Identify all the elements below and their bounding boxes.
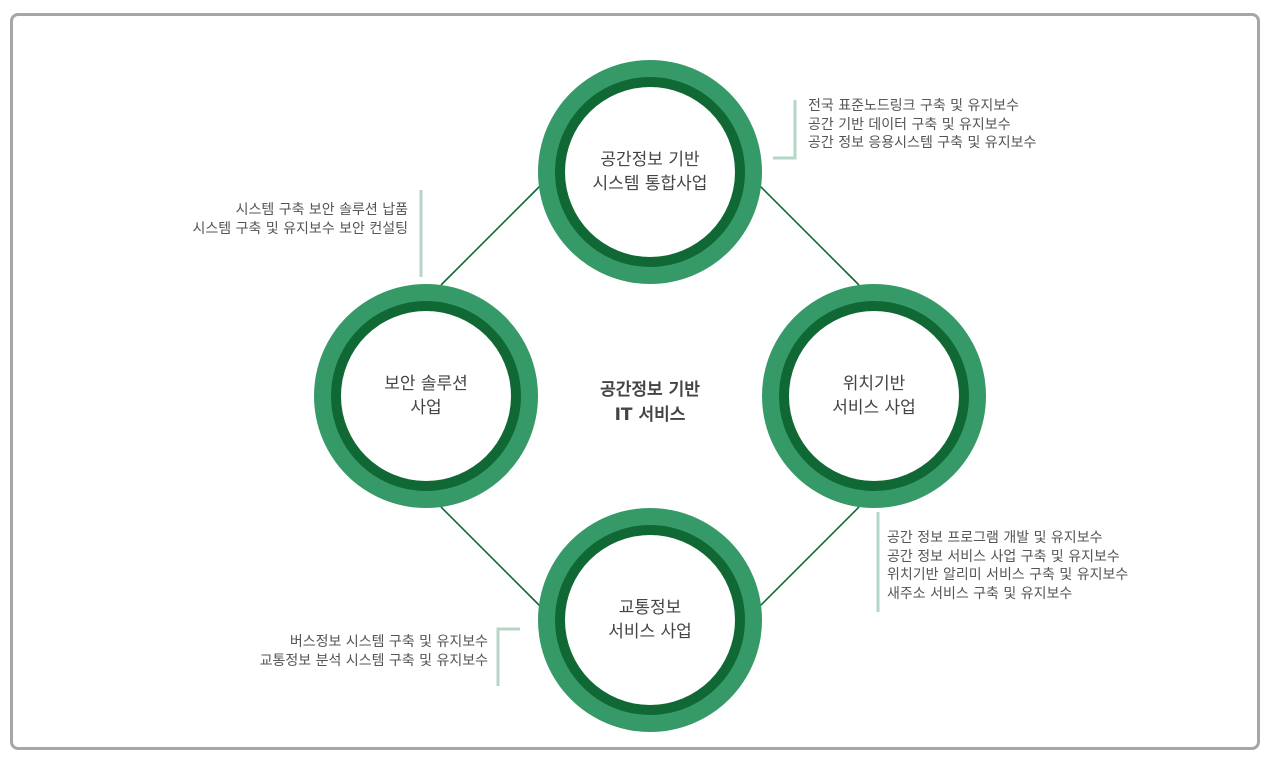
desc-item: 교통정보 분석 시스템 구축 및 유지보수 (259, 652, 488, 669)
node-label-top: 공간정보 기반 시스템 통합사업 (565, 148, 735, 196)
center-title-line: 공간정보 기반 (600, 380, 700, 400)
bracket-bottom (496, 627, 520, 686)
desc-item: 버스정보 시스템 구축 및 유지보수 (289, 634, 488, 650)
desc-item: 전국 표준노드링크 구축 및 유지보수 (808, 98, 1019, 114)
label-line: 사업 (410, 398, 442, 418)
desc-item: 공간 정보 서비스 사업 구축 및 유지보수 (887, 548, 1120, 565)
circle-right (762, 284, 986, 508)
node-label-left: 보안 솔루션 사업 (341, 372, 511, 420)
circle-left (314, 284, 538, 508)
diagram-frame (10, 13, 1260, 750)
desc-bottom: 버스정보 시스템 구축 및 유지보수 교통정보 분석 시스템 구축 및 유지보수 (260, 633, 488, 670)
label-line: 보안 솔루션 (384, 374, 468, 394)
desc-item: 위치기반 알리미 서비스 구축 및 유지보수 (887, 567, 1129, 583)
node-label-bottom: 교통정보 서비스 사업 (565, 596, 735, 644)
label-line: 서비스 사업 (832, 398, 916, 418)
label-line: 공간정보 기반 (600, 150, 700, 170)
connector-left-bottom (440, 506, 541, 607)
label-line: 교통정보 (618, 598, 682, 618)
bracket-top (773, 100, 797, 160)
label-line: 위치기반 (842, 374, 906, 394)
circle-top (538, 60, 762, 284)
label-line: 서비스 사업 (608, 622, 692, 642)
desc-top: 전국 표준노드링크 구축 및 유지보수 공간 기반 데이터 구축 및 유지보수 … (808, 97, 1036, 153)
desc-item: 새주소 서비스 구축 및 유지보수 (887, 585, 1073, 602)
desc-item: 시스템 구축 및 유지보수 보안 컨설팅 (192, 220, 408, 237)
connector-left-top (440, 185, 541, 286)
connector-top-right (759, 185, 860, 286)
label-line: 시스템 통합사업 (592, 174, 708, 194)
desc-right: 공간 정보 프로그램 개발 및 유지보수 공간 정보 서비스 사업 구축 및 유… (887, 529, 1128, 603)
node-label-right: 위치기반 서비스 사업 (789, 372, 959, 420)
center-title-line: IT 서비스 (614, 405, 686, 425)
desc-left: 시스템 구축 보안 솔루션 납품 시스템 구축 및 유지보수 보안 컨설팅 (193, 201, 408, 238)
desc-item: 공간 정보 응용시스템 구축 및 유지보수 (808, 135, 1037, 151)
desc-item: 시스템 구축 보안 솔루션 납품 (235, 202, 408, 218)
circle-bottom (538, 508, 762, 732)
center-title: 공간정보 기반 IT 서비스 (560, 378, 740, 428)
desc-item: 공간 기반 데이터 구축 및 유지보수 (808, 116, 1011, 133)
connector-bottom-right (759, 506, 860, 607)
desc-item: 공간 정보 프로그램 개발 및 유지보수 (887, 530, 1103, 546)
